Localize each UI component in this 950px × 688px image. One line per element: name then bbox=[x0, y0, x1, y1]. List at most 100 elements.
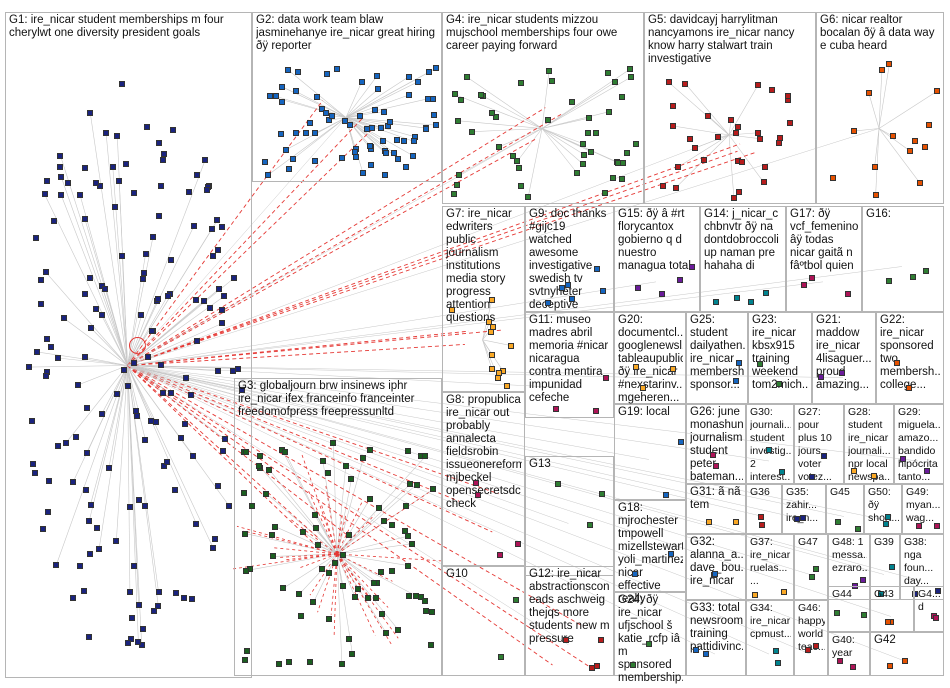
node[interactable] bbox=[677, 439, 684, 446]
node[interactable] bbox=[732, 518, 739, 525]
node[interactable] bbox=[682, 80, 689, 87]
node[interactable] bbox=[883, 521, 890, 528]
node[interactable] bbox=[231, 274, 238, 281]
node[interactable] bbox=[711, 571, 718, 578]
node[interactable] bbox=[158, 182, 165, 189]
node[interactable] bbox=[780, 589, 787, 596]
node[interactable] bbox=[626, 66, 633, 73]
node[interactable] bbox=[160, 157, 167, 164]
node[interactable] bbox=[855, 525, 862, 532]
node[interactable] bbox=[148, 417, 155, 424]
node[interactable] bbox=[102, 285, 109, 292]
node[interactable] bbox=[338, 661, 345, 668]
node[interactable] bbox=[413, 481, 420, 488]
node[interactable] bbox=[670, 102, 677, 109]
node[interactable] bbox=[331, 559, 338, 566]
node[interactable] bbox=[604, 70, 611, 77]
node[interactable] bbox=[127, 503, 134, 510]
node[interactable] bbox=[238, 386, 245, 393]
node[interactable] bbox=[96, 545, 103, 552]
node[interactable] bbox=[366, 495, 373, 502]
node[interactable] bbox=[33, 234, 40, 241]
node[interactable] bbox=[355, 586, 362, 593]
node[interactable] bbox=[105, 464, 112, 471]
node[interactable] bbox=[910, 273, 917, 280]
node[interactable] bbox=[850, 128, 857, 135]
node[interactable] bbox=[878, 67, 885, 74]
node[interactable] bbox=[150, 607, 157, 614]
node[interactable] bbox=[378, 611, 385, 618]
node[interactable] bbox=[380, 108, 387, 115]
node[interactable] bbox=[57, 152, 64, 159]
node[interactable] bbox=[497, 653, 504, 660]
node[interactable] bbox=[513, 597, 520, 604]
node[interactable] bbox=[405, 73, 412, 80]
node[interactable] bbox=[674, 164, 681, 171]
node[interactable] bbox=[340, 583, 347, 590]
node[interactable] bbox=[126, 589, 133, 596]
node[interactable] bbox=[168, 257, 175, 264]
node[interactable] bbox=[57, 163, 64, 170]
node[interactable] bbox=[193, 520, 200, 527]
node[interactable] bbox=[372, 594, 379, 601]
node[interactable] bbox=[672, 184, 679, 191]
node[interactable] bbox=[119, 80, 126, 87]
node[interactable] bbox=[486, 319, 493, 326]
node[interactable] bbox=[800, 281, 807, 288]
node[interactable] bbox=[229, 368, 236, 375]
node[interactable] bbox=[809, 275, 816, 282]
node[interactable] bbox=[544, 299, 551, 306]
node[interactable] bbox=[888, 564, 895, 571]
node[interactable] bbox=[758, 522, 765, 529]
node[interactable] bbox=[469, 128, 476, 135]
node[interactable] bbox=[342, 118, 349, 125]
node[interactable] bbox=[400, 138, 407, 145]
node[interactable] bbox=[667, 550, 674, 557]
node[interactable] bbox=[48, 344, 55, 351]
node[interactable] bbox=[154, 296, 161, 303]
node[interactable] bbox=[180, 595, 187, 602]
node[interactable] bbox=[141, 269, 148, 276]
node[interactable] bbox=[257, 453, 264, 460]
node[interactable] bbox=[85, 634, 92, 641]
node[interactable] bbox=[710, 452, 717, 459]
node[interactable] bbox=[620, 159, 627, 166]
node[interactable] bbox=[871, 164, 878, 171]
node[interactable] bbox=[518, 79, 525, 86]
node[interactable] bbox=[845, 291, 852, 298]
node[interactable] bbox=[295, 68, 302, 75]
node[interactable] bbox=[805, 647, 812, 654]
node[interactable] bbox=[839, 370, 846, 377]
node[interactable] bbox=[200, 297, 207, 304]
node[interactable] bbox=[121, 366, 128, 373]
node[interactable] bbox=[401, 528, 408, 535]
node[interactable] bbox=[270, 553, 277, 560]
node[interactable] bbox=[599, 490, 606, 497]
node[interactable] bbox=[756, 360, 763, 367]
node[interactable] bbox=[752, 591, 759, 598]
node[interactable] bbox=[313, 93, 320, 100]
node[interactable] bbox=[837, 658, 844, 665]
node[interactable] bbox=[606, 108, 612, 115]
node[interactable] bbox=[339, 155, 346, 162]
node[interactable] bbox=[290, 155, 297, 162]
node[interactable] bbox=[209, 225, 216, 232]
node[interactable] bbox=[42, 269, 49, 276]
node[interactable] bbox=[135, 601, 142, 608]
node[interactable] bbox=[138, 312, 145, 319]
node[interactable] bbox=[886, 277, 893, 284]
node[interactable] bbox=[609, 174, 616, 181]
node[interactable] bbox=[76, 563, 83, 570]
node[interactable] bbox=[933, 522, 940, 529]
node[interactable] bbox=[736, 360, 743, 367]
node[interactable] bbox=[430, 486, 437, 493]
node[interactable] bbox=[329, 112, 336, 119]
node[interactable] bbox=[410, 152, 417, 159]
node[interactable] bbox=[272, 523, 279, 530]
node[interactable] bbox=[871, 472, 878, 479]
node[interactable] bbox=[734, 294, 741, 301]
node[interactable] bbox=[285, 166, 292, 173]
node[interactable] bbox=[286, 659, 293, 666]
node[interactable] bbox=[885, 619, 892, 626]
node[interactable] bbox=[374, 72, 381, 79]
